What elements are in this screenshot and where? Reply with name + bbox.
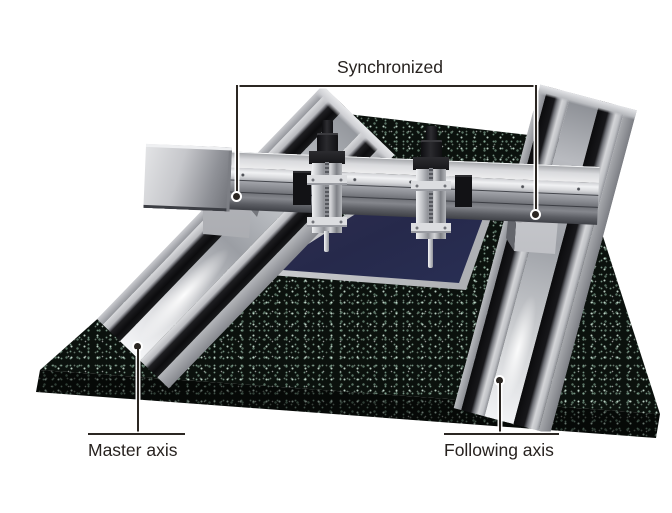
synchronized-bracket-line [237,85,536,87]
master-axis-label: Master axis [88,440,178,460]
synchronized-leader-left [236,85,238,193]
z1-mount-plate [309,151,345,164]
z2-bracket-bottom [411,223,451,233]
z1-tool-rod [324,231,329,252]
z1-bracket-top [307,175,347,185]
synchronized-pointer-dot-left [233,193,240,200]
z2-bracket-top [411,181,451,191]
synchronized-leader-right [535,85,537,211]
z2-motor-knob [426,126,437,142]
master-axis-rule [88,433,185,435]
beam-clamp-block [293,171,311,205]
master-axis-leader [137,349,139,434]
z2-mount-plate [413,157,449,170]
z1-ballscrew [325,162,329,217]
following-axis-pointer-dot [496,377,503,384]
beam-left-end-cap [143,143,233,212]
synchronized-pointer-dot-right [532,211,539,218]
following-axis-label: Following axis [444,440,554,460]
following-axis-leader [499,383,501,434]
following-axis-rule [444,433,559,435]
master-axis-pointer-dot [134,343,141,350]
z2-tool-rod [428,239,433,268]
z2-ballscrew [429,168,433,223]
synchronized-label: Synchronized [336,57,444,77]
beam-clamp-block [455,175,472,207]
z1-bracket-bottom [307,217,347,227]
z1-motor-knob [322,120,333,136]
